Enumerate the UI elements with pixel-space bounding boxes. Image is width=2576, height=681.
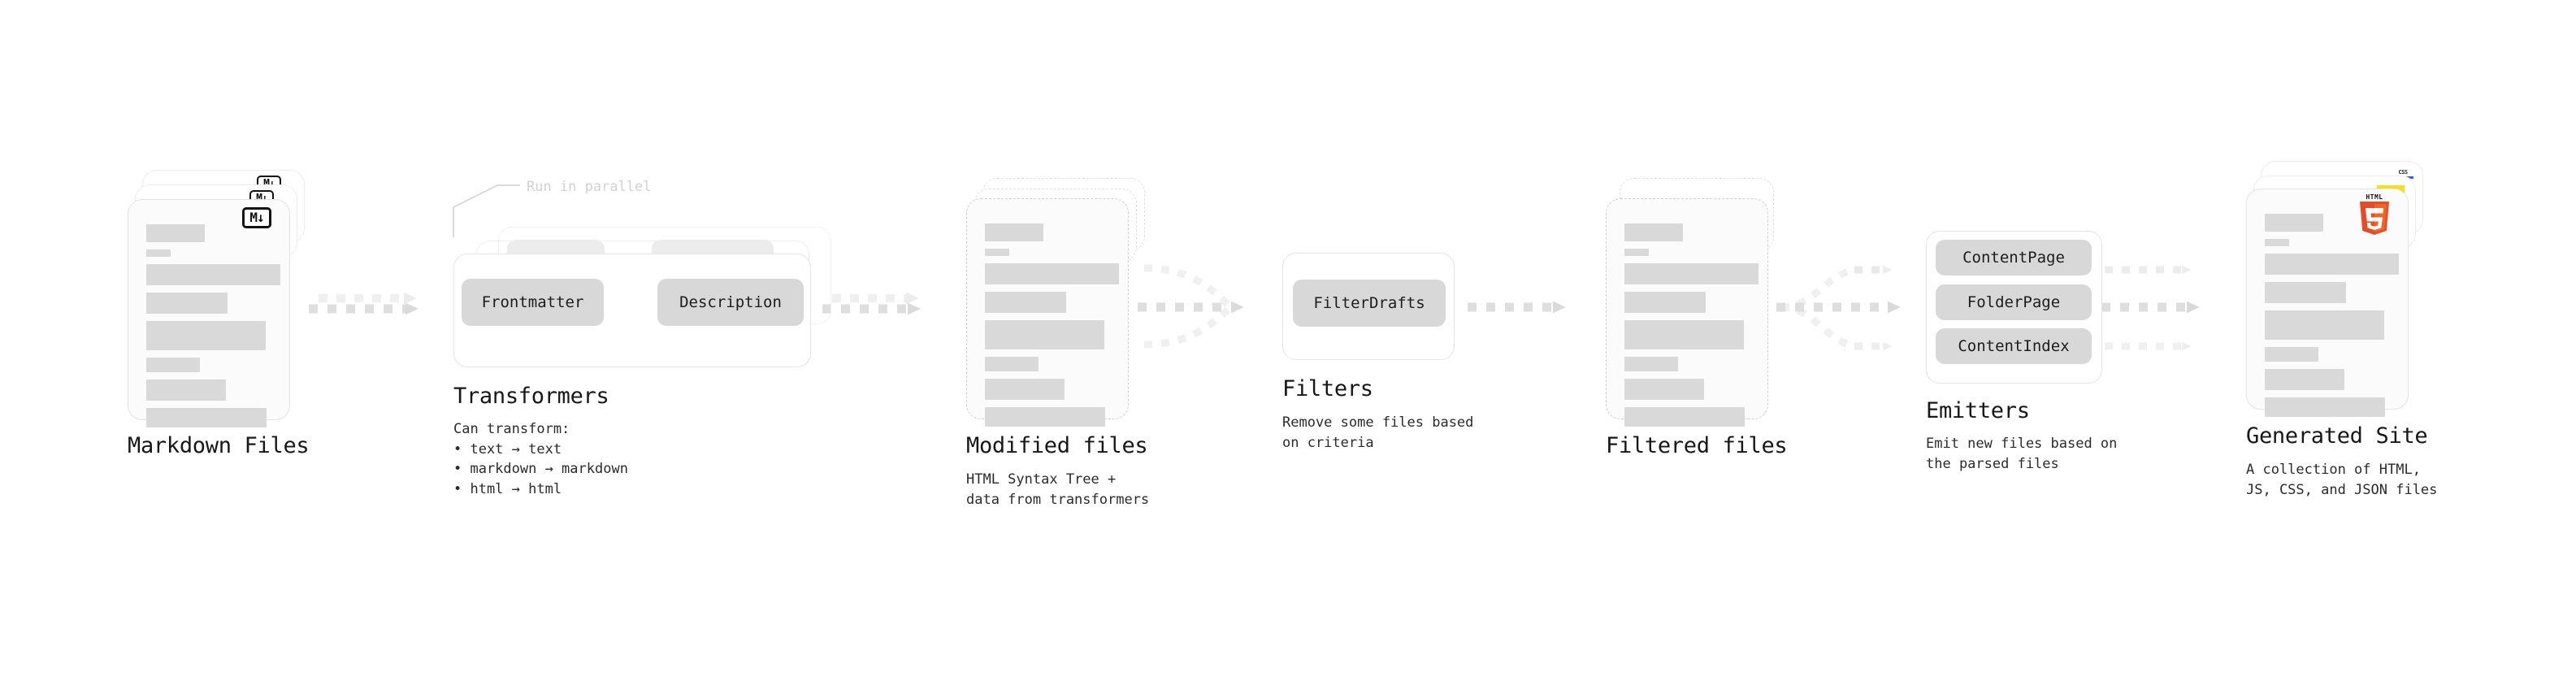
filtered-file-card[interactable] [1606,198,1768,427]
connector-emitters-to-site [2101,265,2200,351]
stage-title-modified-files: Modified files [966,433,1148,458]
file-content-lines [985,223,1119,434]
file-line [1624,379,1704,400]
stage-title-transformers: Transformers [453,384,609,409]
stage-title-emitters: Emitters [1926,398,2030,423]
file-content-lines [146,224,280,435]
transformer-chip-frontmatter[interactable]: Frontmatter [462,279,604,326]
file-line [2265,310,2384,340]
file-line [146,380,226,401]
connector-transformers-to-modified [822,292,921,315]
file-line [146,224,205,242]
file-line [985,357,1039,371]
file-line [985,379,1065,400]
file-line [146,358,200,372]
css-badge-label: CSS [2398,169,2408,176]
file-line [146,293,228,314]
file-line [985,407,1105,427]
run-in-parallel-bracket [453,184,520,237]
file-line [985,249,1009,256]
markdown-badge-icon: M↓ [242,207,271,228]
file-line [146,249,171,257]
stage-subtitle-modified-files: HTML Syntax Tree + data from transformer… [966,471,1150,508]
file-line [1624,320,1744,349]
transformer-chip-description[interactable]: Description [657,279,804,326]
stage-title-filters: Filters [1282,376,1373,401]
file-line [2265,239,2289,246]
modified-file-card[interactable] [966,198,1129,427]
file-line [146,408,267,427]
file-line [985,292,1066,313]
file-line [1624,249,1649,256]
file-line [2265,254,2399,275]
stage-title-generated-site: Generated Site [2246,423,2428,449]
file-line [2265,282,2346,303]
connector-markdown-to-transformers [309,292,418,315]
file-line [1624,407,1745,427]
file-line [146,264,280,285]
file-line [2265,214,2323,232]
stage-title-markdown-files: Markdown Files [128,433,310,458]
connector-modified-to-filters [1138,264,1244,349]
file-line [1624,357,1678,371]
emitter-chip-contentpage[interactable]: ContentPage [1936,240,2092,275]
stage-subtitle-generated-site: A collection of HTML, JS, CSS, and JSON … [2246,462,2438,498]
markdown-file-card[interactable] [128,199,290,427]
filter-chip-filterdrafts[interactable]: FilterDrafts [1293,280,1446,327]
emitter-chip-folderpage[interactable]: FolderPage [1936,284,2092,320]
file-line [2265,397,2385,417]
stage-subtitle-transformers: Can transform: • text → text • markdown … [453,421,628,497]
stage-subtitle-filters: Remove some files based on criteria [1282,414,1474,451]
file-content-lines [2265,214,2399,424]
html5-badge-icon: HTML [2357,193,2392,236]
file-line [2265,369,2344,390]
file-line [985,263,1119,284]
file-line [985,320,1104,349]
file-line [1624,263,1759,284]
stage-title-filtered-files: Filtered files [1606,433,1788,458]
file-line [2265,347,2318,362]
stage-subtitle-emitters: Emit new files based on the parsed files [1926,436,2118,472]
emitter-chip-contentindex[interactable]: ContentIndex [1936,328,2092,364]
file-content-lines [1624,223,1759,434]
connector-filtered-to-emitters [1776,265,1901,351]
run-in-parallel-label: Run in parallel [527,179,652,195]
file-line [146,321,266,350]
html5-badge-label: HTML [2366,193,2383,201]
file-line [985,223,1043,241]
file-line [1624,292,1706,313]
file-line [1624,223,1683,241]
